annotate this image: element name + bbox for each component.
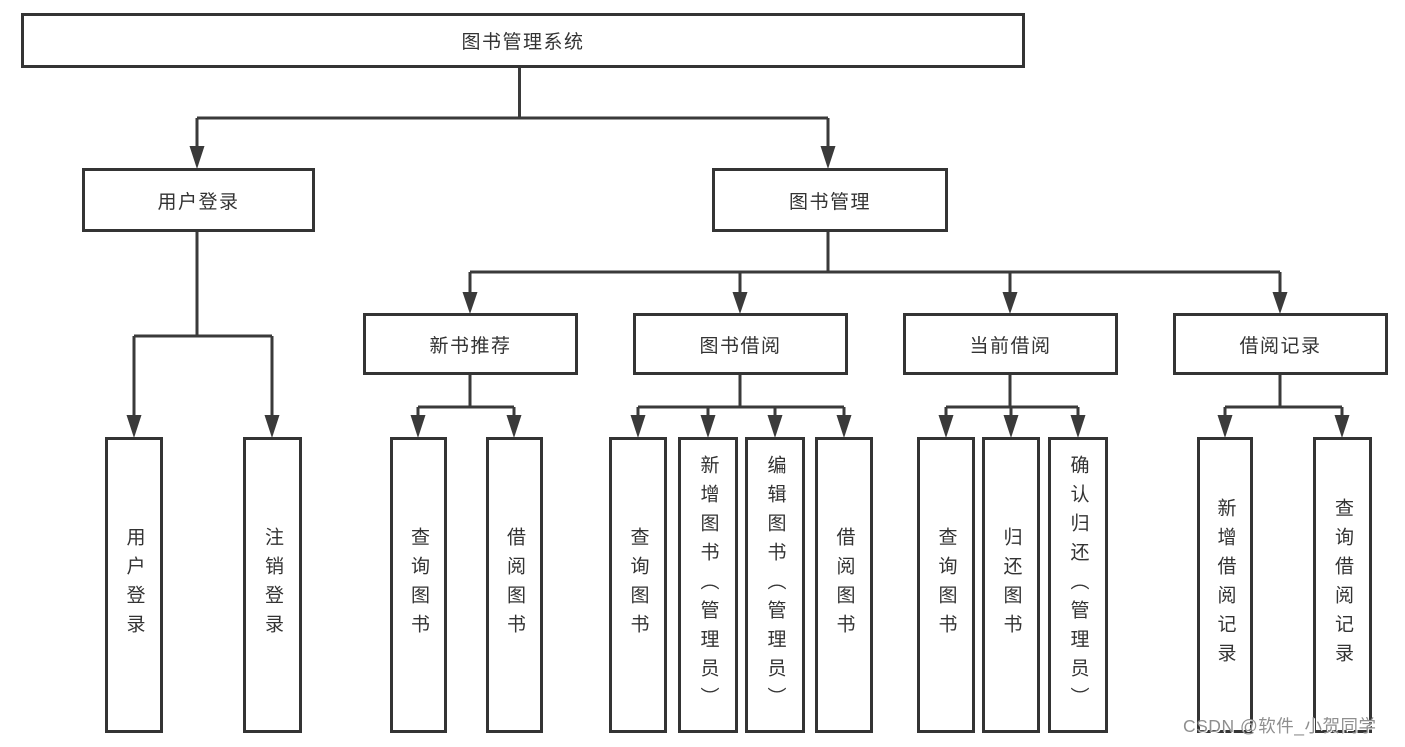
node-label: 新增图书（管理员） (697, 454, 719, 716)
node-leaf-rec-borrow-books: 借阅图书 (486, 437, 543, 733)
arrowhead-borrow-records (1272, 292, 1288, 314)
arrowhead-current-borrow (1002, 292, 1018, 314)
arrowhead-leaf-bor-borrow (836, 415, 852, 438)
node-leaf-query-borrow-record: 查询借阅记录 (1313, 437, 1372, 733)
edge-book-mgmt-branch (470, 232, 1280, 274)
node-borrowing-records: 借阅记录 (1173, 313, 1388, 375)
arrowhead-leaf-bor-edit (767, 415, 783, 438)
arrow-shafts-level2 (195, 118, 830, 152)
node-label: 当前借阅 (969, 335, 1052, 357)
arrowhead-leaf-rcd-add (1217, 415, 1233, 438)
arrowhead-book-mgmt (820, 146, 836, 169)
node-label: 注销登录 (262, 527, 283, 643)
arrowhead-new-book-rec (462, 292, 478, 314)
node-label: 借阅图书 (504, 527, 525, 643)
node-label: 查询图书 (408, 527, 429, 643)
arrow-shafts-leaves (416, 407, 1344, 420)
arrow-shafts-login-leaves (132, 336, 274, 420)
node-user-login: 用户登录 (82, 168, 315, 232)
edge-new-book-rec-branch (418, 375, 514, 409)
node-book-borrowing: 图书借阅 (633, 313, 848, 375)
node-label: 借阅记录 (1239, 335, 1322, 357)
node-label: 图书管理 (788, 191, 871, 213)
edge-current-borrow-branch (946, 375, 1078, 409)
arrowhead-leaf-logout (264, 415, 280, 438)
node-label: 新增借阅记录 (1214, 498, 1236, 672)
node-leaf-rec-query-books: 查询图书 (390, 437, 447, 733)
arrowhead-leaf-rec-borrow (506, 415, 522, 438)
node-label: 归还图书 (1000, 527, 1022, 643)
node-leaf-return-books: 归还图书 (982, 437, 1040, 733)
node-book-management: 图书管理 (712, 168, 948, 232)
node-leaf-edit-books-admin: 编辑图书（管理员） (745, 437, 805, 733)
node-leaf-add-books-admin: 新增图书（管理员） (678, 437, 738, 733)
node-label: 用户登录 (123, 527, 145, 643)
arrowhead-leaf-rcd-query (1334, 415, 1350, 438)
edge-borrow-records-branch (1225, 375, 1342, 409)
arrowhead-leaf-cur-confirm (1070, 415, 1086, 438)
arrowhead-book-borrow (732, 292, 748, 314)
node-leaf-borrow-books: 借阅图书 (815, 437, 873, 733)
arrowhead-leaf-rec-query (410, 415, 426, 438)
node-label: 查询借阅记录 (1332, 498, 1353, 672)
node-label: 图书管理系统 (461, 32, 585, 53)
node-label: 新书推荐 (429, 335, 512, 357)
node-leaf-current-query-books: 查询图书 (917, 437, 975, 733)
node-label: 图书借阅 (699, 335, 782, 357)
edge-user-login-branch (134, 232, 272, 338)
node-leaf-add-borrow-record: 新增借阅记录 (1197, 437, 1253, 733)
edge-root-branch (197, 68, 828, 120)
node-current-borrowing: 当前借阅 (903, 313, 1118, 375)
arrowhead-leaf-cur-return (1003, 415, 1019, 438)
node-leaf-confirm-return-admin: 确认归还（管理员） (1048, 437, 1108, 733)
node-leaf-borrow-query-books: 查询图书 (609, 437, 667, 733)
node-label: 编辑图书（管理员） (764, 454, 786, 716)
node-label: 查询图书 (935, 527, 957, 643)
node-new-book-recommendation: 新书推荐 (363, 313, 578, 375)
node-label: 用户登录 (157, 191, 240, 213)
node-leaf-logout: 注销登录 (243, 437, 302, 733)
node-leaf-user-login: 用户登录 (105, 437, 163, 733)
edge-book-borrow-branch (638, 375, 844, 409)
arrowhead-leaf-user-login (126, 415, 142, 438)
arrowhead-leaf-bor-query (630, 415, 646, 438)
csdn-watermark: CSDN @软件_小贺同学 (1183, 716, 1377, 736)
arrowhead-user-login (189, 146, 205, 169)
node-label: 查询图书 (627, 527, 649, 643)
arrow-shafts-level3 (468, 272, 1282, 298)
arrowhead-leaf-cur-query (938, 415, 954, 438)
node-label: 借阅图书 (833, 527, 855, 643)
arrowhead-leaf-bor-add (700, 415, 716, 438)
node-library-management-system: 图书管理系统 (21, 13, 1025, 68)
node-label: 确认归还（管理员） (1067, 454, 1089, 716)
